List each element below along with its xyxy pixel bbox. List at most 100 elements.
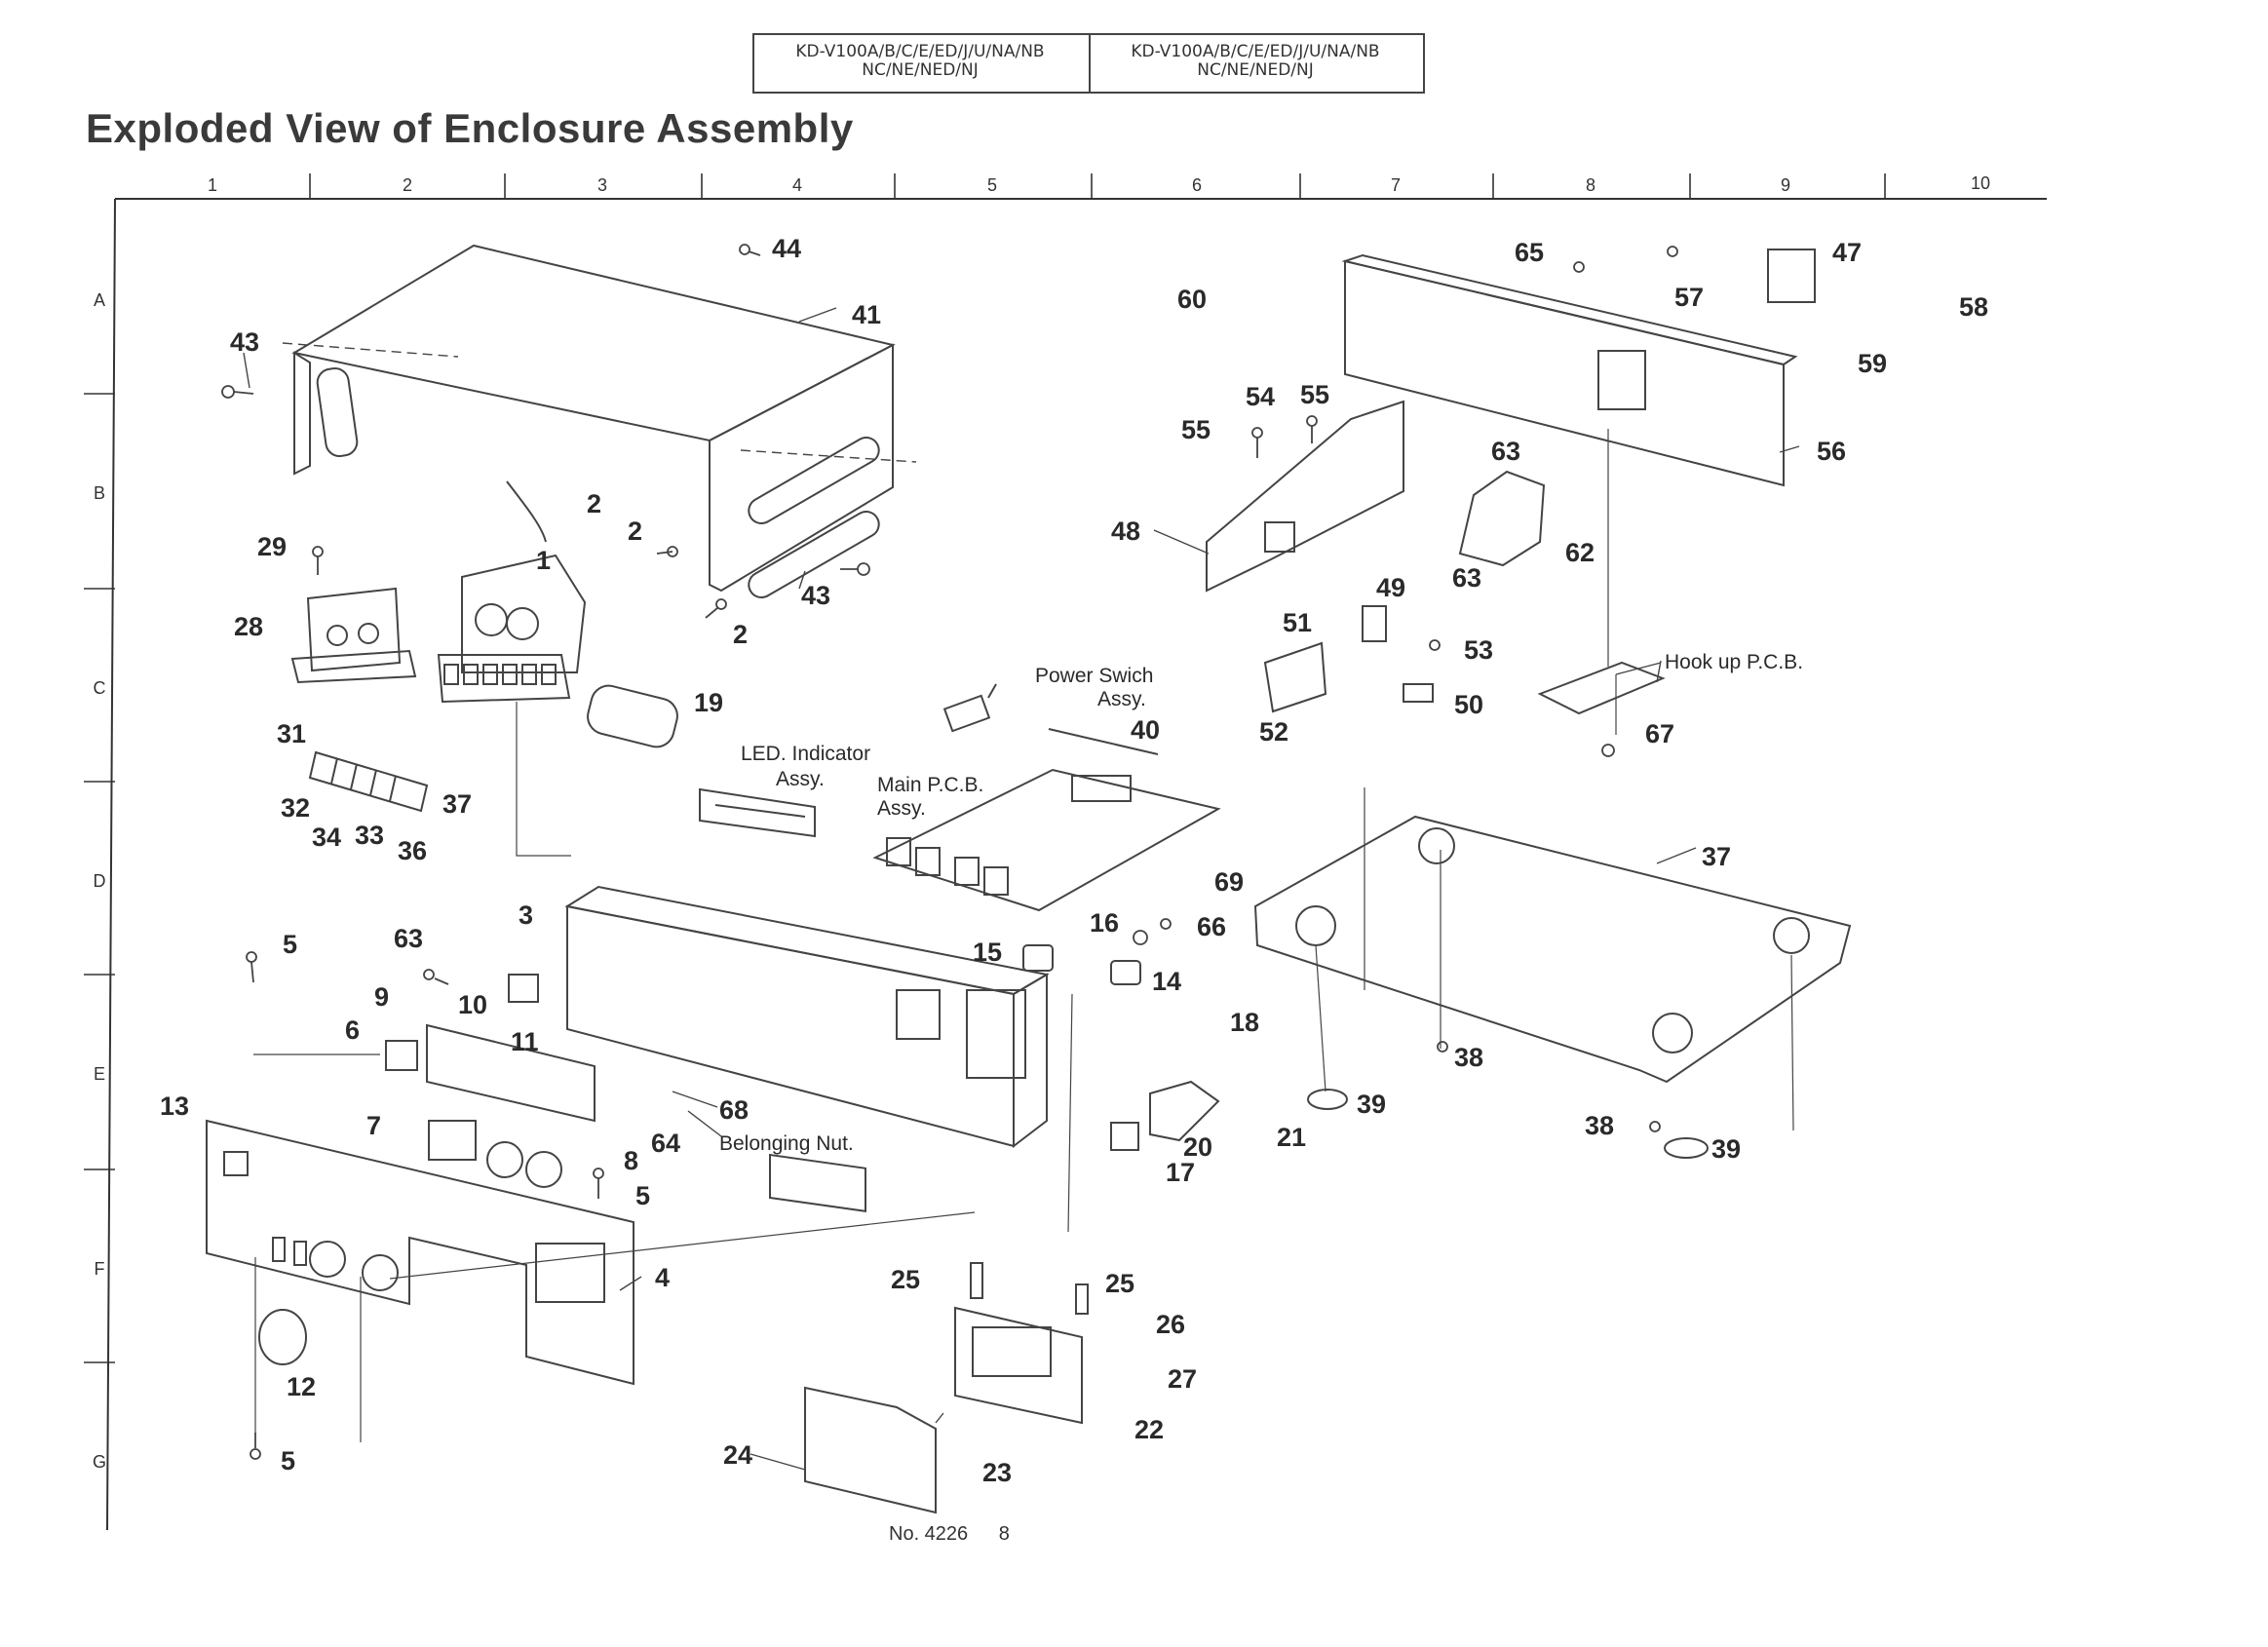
model-list-line: KD-V100A/B/C/E/ED/J/U/NA/NB xyxy=(1131,42,1380,61)
grid-col-label: 2 xyxy=(403,175,412,195)
callout-number: 5 xyxy=(635,1181,650,1210)
power-switch-part xyxy=(942,683,997,733)
callout-number: 29 xyxy=(257,532,287,561)
page-footer: No. 4226 8 xyxy=(889,1523,1035,1546)
callout-number: 39 xyxy=(1711,1134,1741,1164)
callout-number: 55 xyxy=(1181,415,1211,444)
callout-number: 63 xyxy=(1452,563,1481,593)
main-pcb-part xyxy=(872,728,1221,912)
callout-number: 49 xyxy=(1376,573,1405,602)
push-keys-part xyxy=(308,750,429,813)
grid-col-label: 3 xyxy=(597,175,607,195)
grid-row-label: G xyxy=(93,1452,106,1472)
callout-number: 57 xyxy=(1674,283,1704,312)
main-pcb-label: Main P.C.B. xyxy=(877,774,983,796)
callout-number: 64 xyxy=(651,1129,680,1158)
grid-col-label: 4 xyxy=(792,175,802,195)
front-trim-parts xyxy=(385,974,596,1188)
cassette-mechanism-part xyxy=(437,480,587,704)
callout-number: 59 xyxy=(1858,349,1887,378)
callout-number: 53 xyxy=(1464,635,1493,665)
callout-number: 22 xyxy=(1134,1415,1164,1444)
callout-number: 56 xyxy=(1817,437,1846,466)
callout-number: 43 xyxy=(230,327,259,357)
callout-number: 25 xyxy=(891,1265,920,1294)
callout-number: 37 xyxy=(442,789,472,819)
callout-number: 39 xyxy=(1357,1090,1386,1119)
callout-number: 63 xyxy=(1491,437,1520,466)
callout-number: 12 xyxy=(287,1372,316,1401)
callout-number: 10 xyxy=(458,990,487,1019)
grid-row-label: E xyxy=(94,1064,105,1084)
grid-row-labels: A B C D E F G xyxy=(93,290,106,1472)
led-indicator-part xyxy=(699,787,816,838)
main-pcb-label: Assy. xyxy=(877,797,926,820)
switch-part xyxy=(1110,1122,1139,1151)
callout-number: 63 xyxy=(394,924,423,953)
callout-number: 15 xyxy=(973,938,1002,967)
callout-number: 14 xyxy=(1152,967,1181,996)
grid-row-label: F xyxy=(95,1259,105,1279)
callout-number: 7 xyxy=(366,1111,381,1140)
bottom-cover-part xyxy=(1253,815,1852,1159)
grid-row-label: A xyxy=(94,290,105,310)
callout-number: 16 xyxy=(1090,908,1119,938)
callout-number: 20 xyxy=(1183,1132,1212,1162)
callout-number: 18 xyxy=(1230,1008,1259,1037)
callout-number: 41 xyxy=(852,300,881,329)
led-indicator-label: LED. Indicator xyxy=(741,743,870,765)
grid-col-label: 9 xyxy=(1781,175,1790,195)
callout-number: 36 xyxy=(398,836,427,865)
grid-col-label: 5 xyxy=(987,175,997,195)
cassette-door-part xyxy=(804,1386,937,1514)
callout-number: 28 xyxy=(234,612,263,641)
callout-number: 67 xyxy=(1645,719,1674,748)
callout-number: 13 xyxy=(160,1092,189,1121)
bracket-part xyxy=(1206,400,1404,593)
callout-number: 58 xyxy=(1959,292,1988,322)
led-indicator-label: Assy. xyxy=(776,768,825,790)
callout-number: 34 xyxy=(312,823,341,852)
document-number: No. 4226 xyxy=(889,1523,969,1545)
small-bracket-parts xyxy=(1263,605,1434,713)
model-header: KD-V100A/B/C/E/ED/J/U/NA/NB NC/NE/NED/NJ… xyxy=(752,33,1425,94)
hookup-pcb-part xyxy=(1537,661,1666,715)
screws xyxy=(221,244,1678,1460)
model-list-line: NC/NE/NED/NJ xyxy=(1197,60,1314,80)
callout-number: 54 xyxy=(1246,382,1275,411)
header-divider xyxy=(1089,35,1091,92)
assembly-guide-lines xyxy=(253,429,1794,1442)
front-chassis-part xyxy=(564,885,1050,1212)
leader-lines xyxy=(243,307,1800,1471)
belonging-nut-label: Belonging Nut. xyxy=(719,1132,854,1155)
callout-numbers: 44 41 43 43 2 2 2 1 29 28 19 31 32 34 33… xyxy=(160,234,1988,1487)
callout-number: 48 xyxy=(1111,517,1140,546)
callout-number: 17 xyxy=(1166,1158,1195,1187)
callout-number: 2 xyxy=(628,517,642,546)
hookup-pcb-label: Hook up P.C.B. xyxy=(1665,651,1803,673)
callout-number: 8 xyxy=(624,1146,638,1175)
callout-number: 38 xyxy=(1454,1043,1483,1072)
callout-number: 19 xyxy=(694,688,723,717)
switch-bracket-part xyxy=(1149,1080,1220,1142)
front-panel-part xyxy=(206,1119,634,1386)
model-header-right: KD-V100A/B/C/E/ED/J/U/NA/NB NC/NE/NED/NJ xyxy=(1090,43,1421,80)
model-list-line: NC/NE/NED/NJ xyxy=(862,60,979,80)
callout-number: 40 xyxy=(1131,715,1160,745)
belt-part xyxy=(587,684,678,748)
parts-line-art xyxy=(206,244,1852,1514)
model-header-left: KD-V100A/B/C/E/ED/J/U/NA/NB NC/NE/NED/NJ xyxy=(754,43,1086,80)
grid-column-labels: 1 2 3 4 5 6 7 8 9 10 xyxy=(208,173,1990,195)
callout-number: 31 xyxy=(277,719,306,748)
callout-number: 69 xyxy=(1214,867,1244,897)
callout-number: 47 xyxy=(1832,238,1862,267)
grid-row-label: C xyxy=(94,678,106,698)
callout-number: 3 xyxy=(519,900,533,930)
callout-number: 65 xyxy=(1515,238,1544,267)
callout-number: 60 xyxy=(1177,285,1207,314)
callout-number: 62 xyxy=(1565,538,1595,567)
grid-col-label: 10 xyxy=(1971,173,1990,193)
page-number: 8 xyxy=(998,1523,1010,1545)
page-title: Exploded View of Enclosure Assembly xyxy=(86,105,854,151)
